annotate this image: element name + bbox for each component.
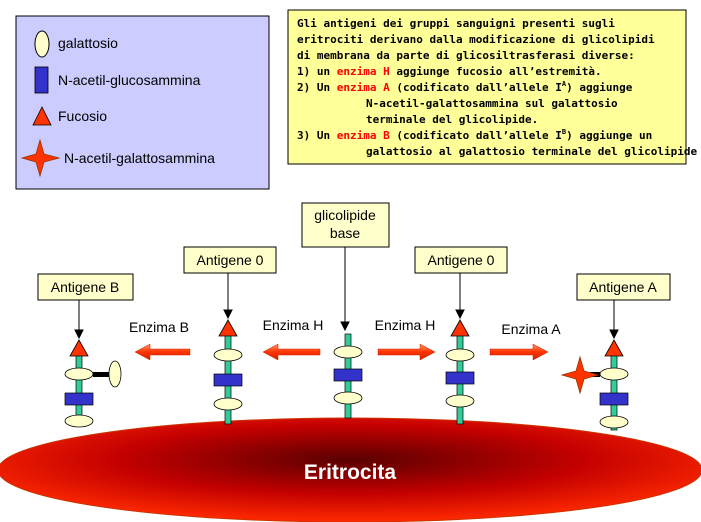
enzyme-b-highlight: enzima B xyxy=(337,129,390,142)
glcnac-icon xyxy=(333,368,363,382)
info-line-4: 1) un enzima H aggiunge fucosio all’estr… xyxy=(297,65,602,78)
info-line-1: Gli antigeni dei gruppi sanguigni presen… xyxy=(297,17,615,30)
antigen-0-left-structure xyxy=(213,319,243,425)
enzyme-h-right-label: Enzima H xyxy=(375,317,436,333)
reaction-arrow-to-antigen-a xyxy=(489,343,549,361)
antigen-a-label-box: Antigene A xyxy=(576,273,671,301)
enzyme-a-label: Enzima A xyxy=(501,321,561,337)
glcnac-symbol-icon xyxy=(34,66,49,94)
pointer-arrowhead-base xyxy=(340,321,350,332)
galactose-icon xyxy=(445,348,475,362)
glcnac-icon xyxy=(213,373,243,387)
legend-glcnac-label: N-acetil-glucosammina xyxy=(58,72,201,88)
fucose-symbol-icon xyxy=(32,106,52,126)
antigen-0-right-label: Antigene 0 xyxy=(428,252,495,268)
galactose-icon xyxy=(213,397,243,411)
galactose-icon xyxy=(64,414,94,428)
reaction-arrow-to-antigen-0-left xyxy=(262,343,321,361)
fucose-icon xyxy=(450,319,470,337)
galactose-icon xyxy=(445,394,475,408)
antigen-0-left-label: Antigene 0 xyxy=(197,252,264,268)
enzyme-h-left-label: Enzima H xyxy=(263,317,324,333)
antigen-0-right-label-box: Antigene 0 xyxy=(414,246,508,274)
glcnac-icon xyxy=(64,392,94,406)
pointer-arrowhead-0-left xyxy=(223,309,233,320)
legend-background xyxy=(15,15,270,190)
antigen-0-right-structure xyxy=(445,319,475,425)
info-line-8: 3) Un enzima B (codificato dall’allele I… xyxy=(297,128,652,142)
info-line-2: eritrociti derivano dalla modificazione … xyxy=(297,33,655,46)
fucose-icon xyxy=(69,339,89,357)
pointer-arrowhead-b xyxy=(74,329,84,340)
info-line-3: di membrana da parte di glicosiltrasfera… xyxy=(297,49,635,62)
info-line-6: N-acetil-galattosammina sul galattosio xyxy=(366,97,618,110)
galactose-icon xyxy=(213,348,243,362)
pointer-arrowhead-a xyxy=(609,329,619,340)
galactose-icon xyxy=(64,367,94,381)
added-galactose-icon xyxy=(108,360,122,388)
antigen-b-label-box: Antigene B xyxy=(37,273,134,301)
galactose-symbol-icon xyxy=(34,30,50,58)
pointer-lines xyxy=(74,247,619,340)
antigen-0-left-label-box: Antigene 0 xyxy=(183,246,277,274)
fucose-icon xyxy=(604,339,624,357)
reaction-arrow-to-antigen-b xyxy=(134,343,191,361)
info-line-9: galattosio al galattosio terminale del g… xyxy=(366,145,698,158)
erythrocyte-label: Eritrocita xyxy=(304,461,397,484)
galactose-icon xyxy=(599,367,629,381)
pointer-arrowhead-0-right xyxy=(455,309,465,320)
side-bond xyxy=(93,372,110,377)
glycolipid-base-label-box: glicolipide base xyxy=(301,202,390,248)
galnac-icon xyxy=(560,355,600,395)
antigen-a-structure xyxy=(560,339,629,431)
fucose-icon xyxy=(218,319,238,337)
galactose-icon xyxy=(333,391,363,405)
glycolipid-base-label-line2: base xyxy=(330,225,361,241)
legend-fucose-label: Fucosio xyxy=(58,108,107,124)
info-line-5: 2) Un enzima A (codificato dall’allele I… xyxy=(297,80,633,94)
legend-galactose-label: galattosio xyxy=(58,35,118,51)
glcnac-icon xyxy=(445,371,475,385)
glcnac-icon xyxy=(599,392,629,406)
reaction-arrow-to-antigen-0-right xyxy=(377,343,436,361)
legend-galnac-label: N-acetil-galattosammina xyxy=(64,150,215,166)
info-background xyxy=(287,9,687,165)
enzyme-a-highlight: enzima A xyxy=(337,81,390,94)
antigen-a-label: Antigene A xyxy=(589,279,657,295)
galactose-icon xyxy=(333,345,363,359)
stem xyxy=(75,351,83,423)
enzyme-b-label: Enzima B xyxy=(129,319,189,335)
legend-panel: galattosio N-acetil-glucosammina Fucosio… xyxy=(15,15,270,190)
antigen-b-structure xyxy=(64,339,122,428)
galactose-icon xyxy=(599,415,629,429)
antigen-b-label: Antigene B xyxy=(51,279,120,295)
glycolipid-base-structure xyxy=(333,333,363,419)
enzyme-h-highlight: enzima H xyxy=(337,65,390,78)
galnac-symbol-icon xyxy=(20,138,61,178)
info-panel: Gli antigeni dei gruppi sanguigni presen… xyxy=(287,9,698,165)
info-line-7: terminale del glicolipide. xyxy=(366,113,538,126)
glycolipid-base-label-line1: glicolipide xyxy=(314,207,376,223)
